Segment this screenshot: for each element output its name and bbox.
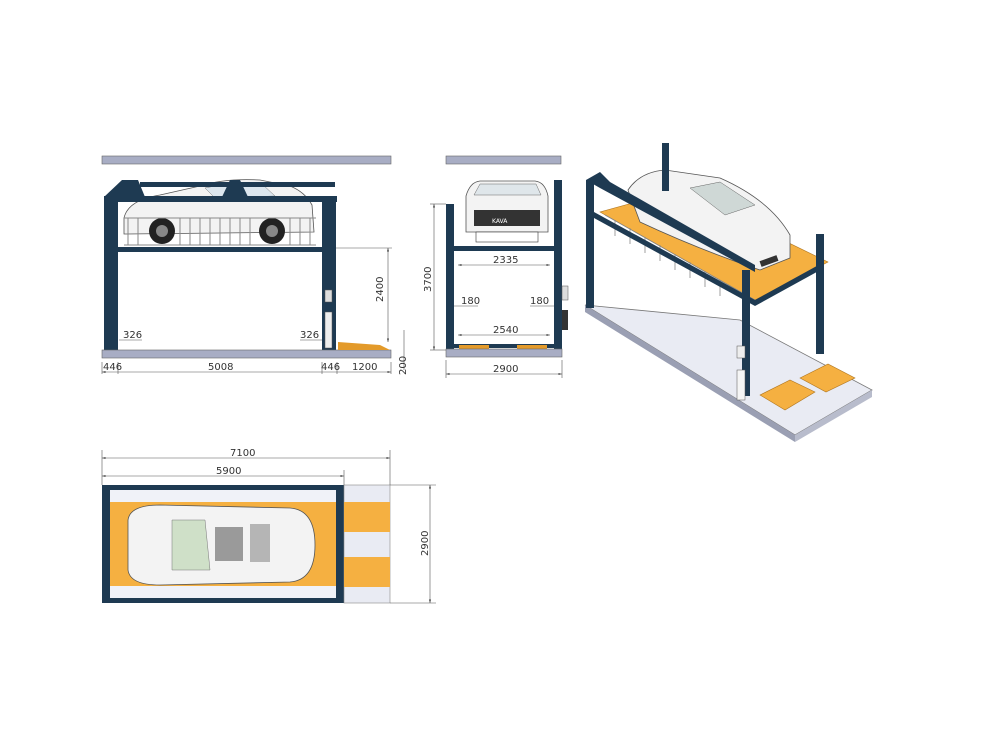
dim-side-326-left: 326 bbox=[123, 330, 142, 341]
front-ceiling-slab bbox=[445, 155, 562, 165]
top-ramp-1 bbox=[344, 502, 390, 532]
dim-top-7100: 7100 bbox=[230, 448, 255, 459]
top-car bbox=[127, 504, 316, 586]
front-frame bbox=[446, 180, 562, 354]
top-dimension-lines bbox=[101, 450, 436, 604]
front-view: KAVA 2335 180 180 2540 2 bbox=[423, 155, 569, 378]
dim-front-180-right: 180 bbox=[530, 296, 549, 307]
side-view: 326 326 446 5008 446 1200 2400 200 bbox=[101, 155, 409, 375]
side-dimension-lines bbox=[101, 247, 405, 374]
dim-front-180-left: 180 bbox=[461, 296, 480, 307]
dim-front-3700: 3700 bbox=[423, 267, 434, 292]
top-ramp-2 bbox=[344, 557, 390, 587]
front-floor-slab bbox=[445, 348, 563, 358]
dim-front-2900: 2900 bbox=[493, 364, 518, 375]
ceiling-slab bbox=[101, 155, 392, 165]
license-plate: KAVA bbox=[492, 218, 508, 225]
floor-slab bbox=[101, 349, 392, 359]
dim-side-5008: 5008 bbox=[208, 362, 233, 373]
iso-car bbox=[627, 169, 791, 271]
iso-ramp-right bbox=[799, 363, 856, 393]
front-dimension-lines bbox=[430, 203, 563, 378]
iso-ramp-left bbox=[759, 379, 816, 411]
iso-control-box bbox=[736, 345, 746, 359]
front-control-box bbox=[561, 285, 569, 301]
side-frame bbox=[104, 180, 337, 350]
front-motor bbox=[562, 310, 568, 330]
side-fence bbox=[124, 217, 316, 246]
iso-floor-side bbox=[795, 390, 872, 442]
dim-top-2900: 2900 bbox=[420, 531, 431, 556]
dim-side-2400: 2400 bbox=[375, 277, 386, 302]
iso-view bbox=[584, 143, 873, 442]
iso-frame bbox=[586, 143, 824, 396]
dim-side-446-right: 446 bbox=[321, 362, 340, 373]
front-wheel-pad-left bbox=[459, 345, 489, 349]
dim-side-200: 200 bbox=[398, 356, 409, 375]
entry-ramp bbox=[338, 342, 390, 350]
dim-top-5900: 5900 bbox=[216, 466, 241, 477]
front-wheel-pad-right bbox=[517, 345, 547, 349]
hydraulic-unit bbox=[324, 311, 333, 349]
side-car bbox=[123, 179, 315, 244]
dim-side-1200: 1200 bbox=[352, 362, 377, 373]
iso-floor-edge bbox=[585, 305, 795, 442]
dim-side-326-right: 326 bbox=[300, 330, 319, 341]
dim-front-2540: 2540 bbox=[493, 325, 518, 336]
dim-side-446-left: 446 bbox=[103, 362, 122, 373]
dim-front-2335: 2335 bbox=[493, 255, 518, 266]
front-car: KAVA bbox=[465, 180, 549, 243]
control-box bbox=[324, 289, 333, 303]
iso-hydraulic-unit bbox=[736, 369, 746, 401]
top-view: 7100 5900 2900 bbox=[101, 448, 436, 604]
